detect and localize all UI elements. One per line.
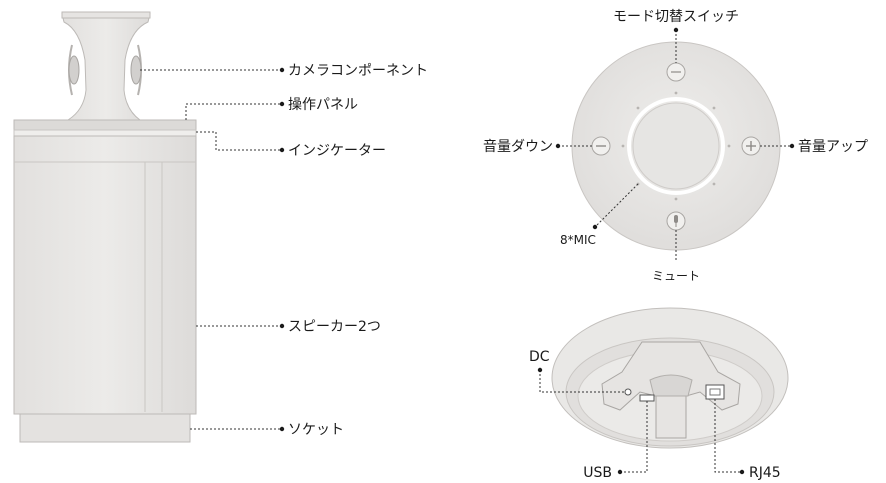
volume-down-button[interactable] — [591, 136, 611, 156]
rj45-port[interactable] — [705, 384, 725, 400]
usb-label: USB — [583, 465, 612, 481]
socket-bottom-view: DC USB RJ45 — [529, 307, 789, 481]
rj45-label: RJ45 — [749, 465, 781, 481]
mute-label: ミュート — [652, 269, 700, 283]
indicator-ring — [627, 97, 725, 195]
usb-port[interactable] — [639, 394, 655, 402]
indicator-label: インジケーター — [288, 143, 386, 159]
mode-switch-button[interactable] — [666, 62, 686, 82]
camera-component-label: カメラコンポーネント — [288, 63, 428, 79]
mute-button[interactable] — [666, 211, 686, 231]
control-panel-top-view: モード切替スイッチ 音量ダウン 音量アップ 8*MIC ミュート — [483, 9, 868, 283]
volume-down-label: 音量ダウン — [483, 138, 553, 155]
speakers-label: スピーカー2つ — [288, 319, 381, 335]
mode-switch-label: モード切替スイッチ — [613, 9, 739, 25]
volume-up-label: 音量アップ — [798, 138, 868, 155]
dc-label: DC — [529, 349, 550, 365]
speaker-body — [13, 135, 197, 415]
device: カメラコンポーネント 操作パネル インジケーター スピーカー2つ ソケット — [13, 11, 428, 443]
mic-holes — [621, 91, 731, 201]
control-panel-rim — [13, 119, 197, 131]
socket-label: ソケット — [288, 422, 344, 438]
camera-component — [61, 11, 151, 121]
mics-label: 8*MIC — [560, 233, 596, 247]
indicator-band — [13, 129, 197, 137]
volume-up-button[interactable] — [741, 136, 761, 156]
mic-icon — [674, 215, 678, 223]
dc-port[interactable] — [624, 388, 632, 396]
control-panel-label: 操作パネル — [288, 97, 358, 113]
socket-base — [19, 413, 191, 443]
